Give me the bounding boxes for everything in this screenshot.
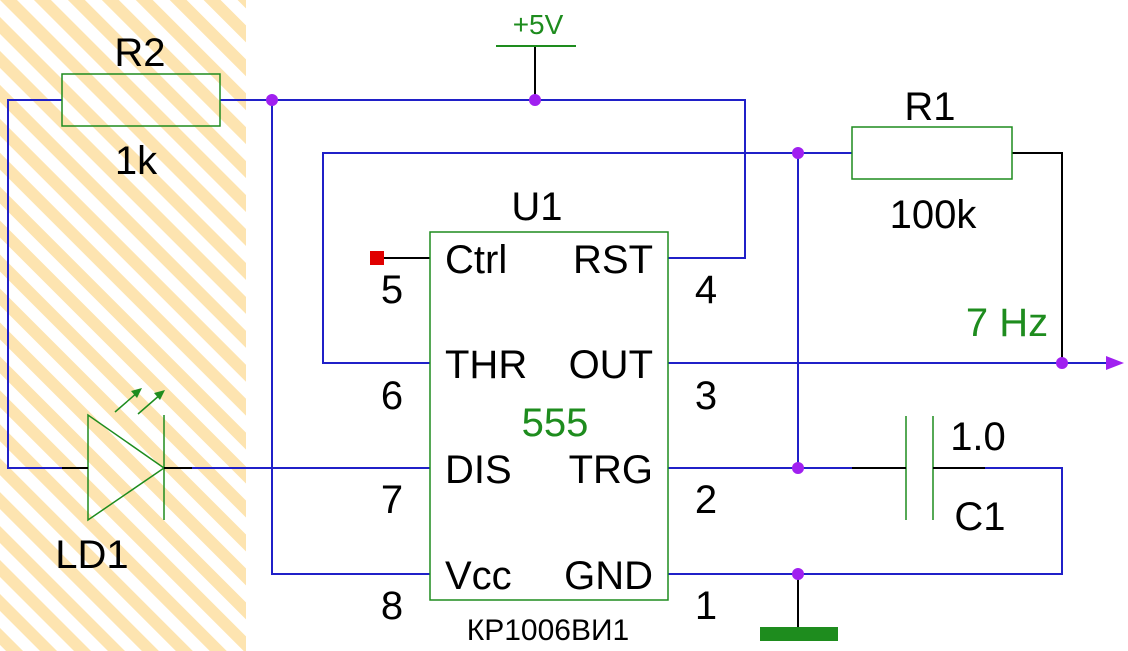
wires xyxy=(7,99,1108,575)
lead-r1-right xyxy=(1012,152,1063,363)
power-label: +5V xyxy=(513,9,564,40)
pin-number-rst: 4 xyxy=(695,268,717,312)
ic-u1-type: 555 xyxy=(522,401,589,445)
ic-u1-ref: U1 xyxy=(511,185,562,229)
ic-u1-part: КР1006ВИ1 xyxy=(467,614,629,647)
pin-name-thr: THR xyxy=(445,343,527,387)
pin-number-out: 3 xyxy=(695,374,717,418)
component-leads xyxy=(378,46,1063,627)
led-ld1-ref: LD1 xyxy=(55,533,128,577)
pin-name-gnd: GND xyxy=(564,554,653,598)
wire-gnd-rail xyxy=(668,467,1063,575)
capacitor-c1-value: 1.0 xyxy=(950,415,1006,459)
led-hatched-region xyxy=(0,0,246,651)
ctrl-probe-icon xyxy=(370,251,384,265)
junction-nodes xyxy=(266,94,1068,580)
pin-name-out: OUT xyxy=(569,343,653,387)
resistor-r2-ref: R2 xyxy=(114,31,165,75)
ic-u1-body xyxy=(429,231,669,601)
pin-number-ctrl: 5 xyxy=(381,268,403,312)
pin-name-trg: TRG xyxy=(569,448,653,492)
wire-vcc-rail xyxy=(271,100,430,575)
output-frequency-label: 7 Hz xyxy=(966,301,1048,345)
junction-node xyxy=(792,568,804,580)
pin-name-dis: DIS xyxy=(445,448,512,492)
ground-icon xyxy=(760,627,838,641)
junction-node xyxy=(529,94,541,106)
capacitor-c1-ref: C1 xyxy=(954,495,1005,539)
wire-r2-to-rst xyxy=(220,99,746,259)
resistor-r1-ref: R1 xyxy=(904,85,955,129)
pin-number-vcc: 8 xyxy=(381,584,403,628)
junction-node xyxy=(792,462,804,474)
junction-node xyxy=(1056,357,1068,369)
pin-number-gnd: 1 xyxy=(695,584,717,628)
resistor-r1-value: 100k xyxy=(890,193,978,237)
resistor-r2-body xyxy=(61,73,221,127)
resistor-r1-body xyxy=(851,126,1013,180)
pin-name-ctrl: Ctrl xyxy=(445,238,507,282)
wire-r2-to-led xyxy=(7,99,62,469)
resistor-r2-value: 1k xyxy=(115,139,158,183)
output-arrow-icon xyxy=(1106,356,1124,370)
pin-name-vcc: Vcc xyxy=(445,554,512,598)
pin-number-thr: 6 xyxy=(381,374,403,418)
junction-node xyxy=(266,94,278,106)
pin-name-rst: RST xyxy=(573,238,653,282)
pin-number-trg: 2 xyxy=(695,478,717,522)
wire-thr-loop xyxy=(322,152,852,364)
pin-number-dis: 7 xyxy=(381,478,403,522)
junction-node xyxy=(792,147,804,159)
led-ld1-icon xyxy=(62,388,192,522)
